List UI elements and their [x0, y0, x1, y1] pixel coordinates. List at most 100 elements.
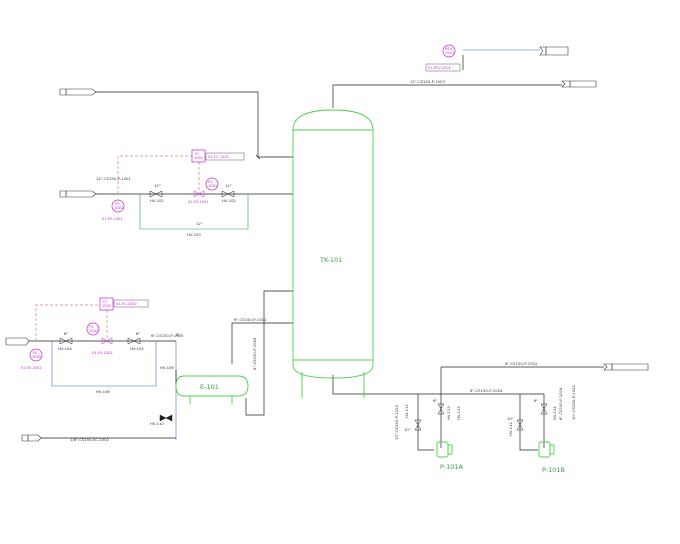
- size-8a: 8": [64, 331, 68, 336]
- svg-text:FV: FV: [89, 325, 94, 329]
- line-label-pump-out: 6"-CS150-P-1012: [505, 361, 538, 366]
- offpage-connector-top-left[interactable]: [59, 88, 97, 96]
- pump-p101a[interactable]: [436, 441, 453, 458]
- line-pump-a-suction: [417, 394, 434, 451]
- offpage-connector-ex-feed[interactable]: [5, 337, 30, 346]
- valve-glyph-hv112[interactable]: [516, 419, 524, 431]
- label-hv106b: HV-106: [160, 365, 174, 370]
- offpage-connector-vent-out[interactable]: [561, 80, 597, 88]
- tag-fc2: 01-FC-1002: [116, 302, 137, 306]
- signal-ex: [35, 304, 100, 341]
- instrument-fc-1002[interactable]: FC 1002: [99, 297, 114, 311]
- tank-tk101[interactable]: [292, 109, 374, 398]
- svg-text:1001: 1001: [114, 206, 123, 210]
- size-8b: 8": [136, 331, 140, 336]
- label-hv113: HV-113: [446, 406, 451, 420]
- line-tank-in: [231, 322, 293, 364]
- size-10a: 10": [404, 427, 411, 432]
- label-hv102: HV-102: [222, 198, 236, 203]
- tag-fv: 01-FV-1001: [188, 200, 209, 204]
- svg-text:1002: 1002: [89, 329, 98, 333]
- line-top-to-tank: [96, 91, 293, 158]
- line-vent: [332, 84, 562, 108]
- svg-text:FV: FV: [208, 180, 213, 184]
- instrument-fv-1001[interactable]: FV 1001: [205, 177, 219, 191]
- valve-glyph-fv1001[interactable]: [193, 190, 205, 198]
- tag-box-fc: [205, 152, 245, 161]
- valve-glyph-hv104[interactable]: [59, 337, 73, 345]
- size-10b: 10": [507, 416, 514, 421]
- valve-glyph-fv1002[interactable]: [101, 337, 113, 345]
- size-12c: 12": [196, 221, 203, 226]
- instrument-fe-1001[interactable]: FE 1001: [111, 199, 125, 213]
- label-e101: E-101: [200, 383, 219, 391]
- line-label-feed: 12"-CS150-P-1001: [96, 176, 131, 181]
- label-hv112: HV-112: [508, 422, 513, 436]
- valve-glyph-hv102[interactable]: [221, 190, 235, 198]
- svg-text:1002: 1002: [32, 355, 41, 359]
- line-label-ex-in: 6"-CS150-P-1005: [151, 333, 184, 338]
- label-hv104: HV-104: [58, 346, 72, 351]
- label-p101a: P-101A: [440, 463, 464, 471]
- valve-glyph-hv113[interactable]: [437, 403, 445, 415]
- label-hv115: HV-115: [456, 406, 461, 420]
- line-ex-to-tank: [245, 290, 293, 416]
- instrument-psv[interactable]: PSV 1001: [442, 44, 456, 58]
- offpage-connector-psv-out[interactable]: [539, 46, 569, 56]
- valve-glyph-hv101[interactable]: [149, 190, 163, 198]
- instrument-fc-1001[interactable]: FC 1001: [191, 149, 206, 163]
- label-hv110: HV-110: [150, 421, 164, 426]
- line-label-pump-b-suction: 10"-CS150-P-1024: [571, 385, 576, 420]
- svg-text:FC: FC: [195, 152, 200, 156]
- line-label-pump-b-discharge: 6"-CS150-P-1024: [558, 387, 563, 420]
- line-ex-bypass: [51, 341, 157, 387]
- arrow-mark: [255, 154, 261, 160]
- valve-glyph-hv114[interactable]: [540, 403, 548, 415]
- tag-fe2: 01-FE-1002: [21, 366, 42, 370]
- tag-fe: 01-FE-1001: [102, 217, 123, 221]
- svg-text:FC: FC: [103, 300, 108, 304]
- offpage-connector-pump-out[interactable]: [603, 363, 649, 371]
- size-8c: 8": [176, 332, 180, 337]
- svg-text:1001: 1001: [194, 156, 203, 160]
- valve-hv103: HV-103: [187, 232, 201, 237]
- valve-glyph-hv105[interactable]: [127, 337, 141, 345]
- tag-psv: 01-PSV-1002: [428, 66, 451, 70]
- line-label-ex-to-tank: 6"-CS150-P-1009: [252, 337, 257, 370]
- valve-glyph-hv110[interactable]: [159, 414, 173, 422]
- size-12b: 12": [225, 183, 232, 188]
- pump-p101b[interactable]: [538, 441, 555, 458]
- offpage-connector-drain[interactable]: [21, 434, 42, 442]
- offpage-connector-feed[interactable]: [59, 190, 97, 198]
- line-label-pump-a-suction: 10"-CS150-P-1024: [394, 405, 399, 440]
- instrument-fe-1002[interactable]: FE 1002: [29, 348, 43, 362]
- line-pump-header: [332, 375, 544, 395]
- svg-text:FE: FE: [115, 202, 120, 206]
- line-bypass: [139, 194, 249, 230]
- svg-text:1002: 1002: [102, 304, 111, 308]
- size-12a: 12": [154, 183, 161, 188]
- label-hv105: HV-105: [130, 346, 144, 351]
- line-label-pump-a-discharge: 6"-CS150-P-1024: [470, 388, 503, 393]
- size-6b: 6": [534, 398, 538, 403]
- size-6a: 6": [433, 398, 437, 403]
- signal-feed: [117, 155, 192, 194]
- svg-text:1001: 1001: [208, 184, 217, 188]
- tag-box-psv: [425, 63, 461, 72]
- valve-glyph-hv111[interactable]: [414, 419, 422, 431]
- exchanger-e101[interactable]: [175, 375, 249, 404]
- instrument-fv-1002[interactable]: FV 1002: [86, 322, 100, 336]
- line-label-vent: 12"-CS150-P-1003: [410, 79, 445, 84]
- line-label-drain: 1/8"-CS150-SC-1002: [70, 437, 110, 442]
- svg-text:PSV: PSV: [445, 47, 452, 51]
- tag-fv2: 01-FV-1002: [92, 351, 113, 355]
- line-label-tank-in: 6"-CS150-P-1011: [234, 317, 267, 322]
- svg-text:FE: FE: [33, 351, 38, 355]
- label-hv101: HV-101: [150, 198, 164, 203]
- tag-fc: 01-FC-1001: [208, 155, 229, 159]
- label-hv111: HV-111: [404, 404, 409, 418]
- valve-hv106: HV-106: [96, 389, 110, 394]
- line-pump-b-suction: [519, 394, 538, 451]
- label-tk101: TK-101: [319, 256, 342, 264]
